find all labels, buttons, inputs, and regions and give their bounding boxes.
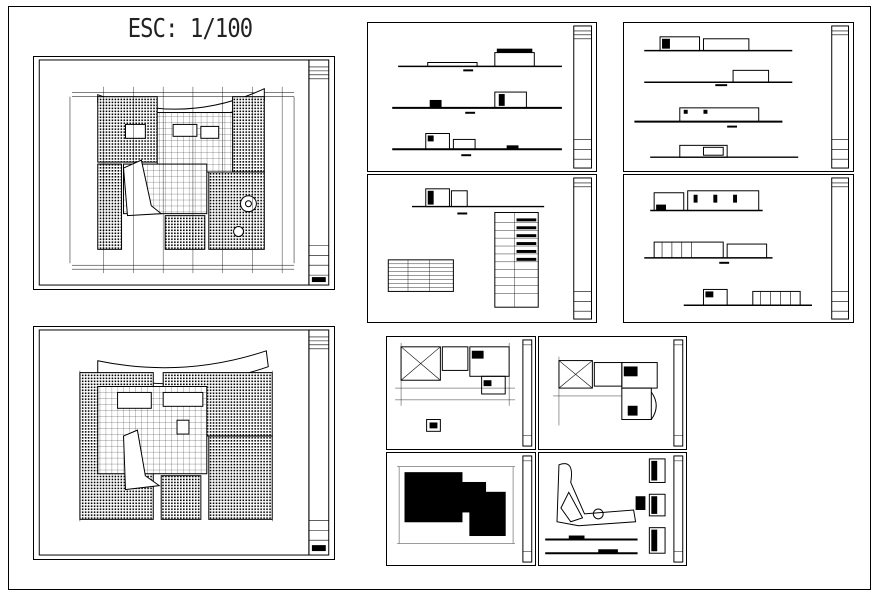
- elevation-with-tables-drawing: [387, 177, 593, 320]
- floor-plan-detail-b-sheet[interactable]: [538, 336, 687, 450]
- elevations-set-c-drawing: [644, 177, 849, 320]
- floor-plan-detail-a-drawing: [395, 339, 533, 447]
- elevations-set-a-sheet[interactable]: [367, 22, 597, 172]
- site-plan-lower-drawing: [38, 329, 330, 556]
- site-plan-upper-sheet[interactable]: [33, 56, 335, 290]
- elevations-set-b-sheet[interactable]: [623, 22, 854, 172]
- curved-plan-with-sections-drawing: [545, 455, 684, 563]
- elevations-set-a-drawing: [392, 25, 593, 169]
- floor-plan-detail-b-drawing: [553, 339, 684, 447]
- floor-plan-detail-a-sheet[interactable]: [386, 336, 536, 450]
- roof-plan-drawing: [397, 455, 533, 563]
- drawing-border: [8, 6, 871, 590]
- roof-plan-sheet[interactable]: [386, 452, 536, 566]
- elevations-set-c-sheet[interactable]: [623, 174, 854, 323]
- scale-label: ESC: 1/100: [127, 14, 253, 44]
- elevations-set-b-drawing: [634, 25, 850, 169]
- elevation-with-tables-sheet[interactable]: [367, 174, 597, 323]
- curved-plan-with-sections-sheet[interactable]: [538, 452, 687, 566]
- site-plan-upper-drawing: [38, 59, 330, 286]
- site-plan-lower-sheet[interactable]: [33, 326, 335, 560]
